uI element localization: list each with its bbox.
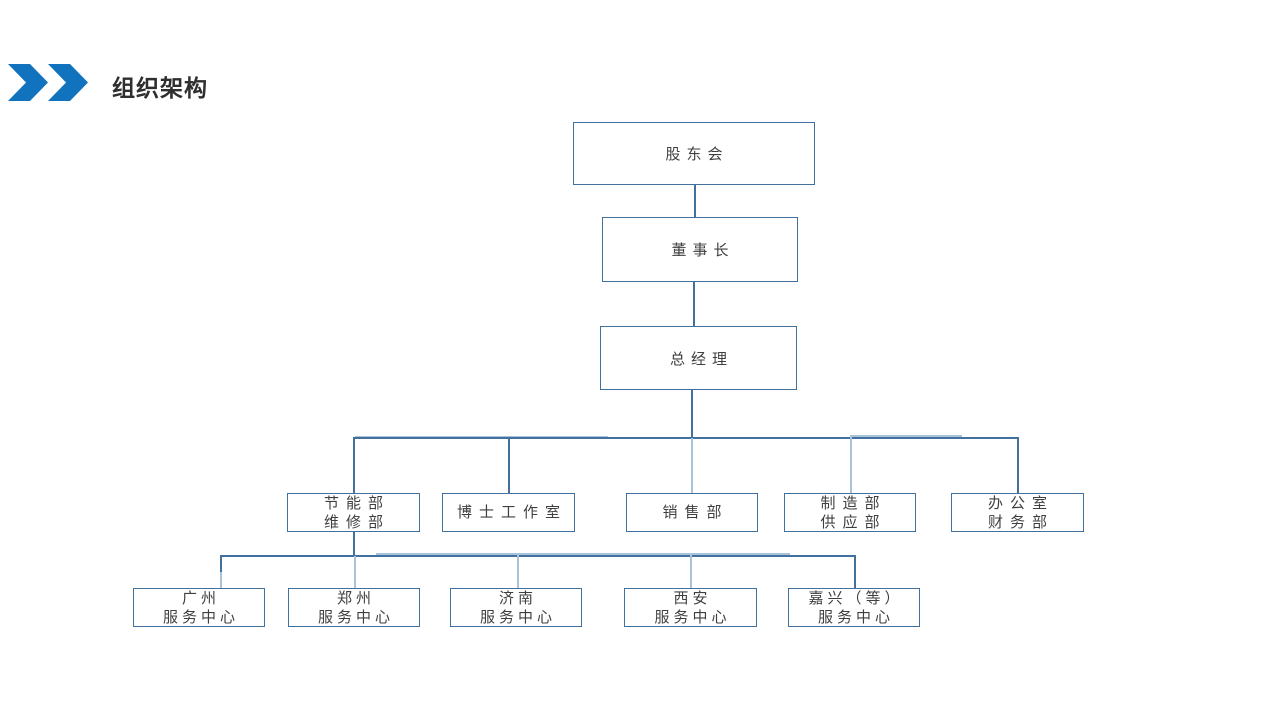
org-node-dept-manufacturing-supply: 制造部 供应部 [784, 493, 916, 532]
org-node-dept-doctor-studio: 博士工作室 [442, 493, 575, 532]
connector-line [355, 435, 608, 437]
org-node-dept-energy-maintenance: 节能部 维修部 [287, 493, 420, 532]
org-node-center-xian: 西安 服务中心 [624, 588, 757, 627]
org-node-center-jinan: 济南 服务中心 [450, 588, 582, 627]
org-node-chairman: 董事长 [602, 217, 798, 282]
connector-line [690, 555, 692, 588]
connector-line [850, 434, 962, 437]
chevron-right-icon [8, 64, 48, 101]
connector-line [1017, 437, 1019, 493]
connector-line [517, 555, 519, 588]
org-node-center-guangzhou: 广州 服务中心 [133, 588, 265, 627]
connector-line [353, 532, 355, 555]
org-node-center-zhengzhou: 郑州 服务中心 [288, 588, 420, 627]
connector-line [376, 552, 790, 555]
connector-line [354, 556, 356, 588]
connector-line [220, 572, 222, 588]
connector-line [353, 437, 1017, 439]
org-node-dept-sales: 销售部 [626, 493, 758, 532]
connector-line [854, 555, 856, 588]
connector-line [694, 185, 696, 217]
chevron-right-icon [48, 64, 88, 101]
page-title: 组织架构 [112, 75, 208, 101]
connector-line [353, 437, 355, 493]
connector-line [850, 437, 852, 493]
connector-line [508, 437, 510, 493]
org-node-shareholders: 股东会 [573, 122, 815, 185]
org-node-dept-office-finance: 办公室 财务部 [951, 493, 1084, 532]
connector-line [691, 390, 693, 437]
org-node-general-manager: 总经理 [600, 326, 797, 390]
connector-line [693, 282, 695, 326]
connector-line [220, 555, 222, 572]
connector-line [220, 555, 854, 557]
org-node-center-jiaxing: 嘉兴（等） 服务中心 [788, 588, 920, 627]
connector-line [691, 438, 693, 493]
